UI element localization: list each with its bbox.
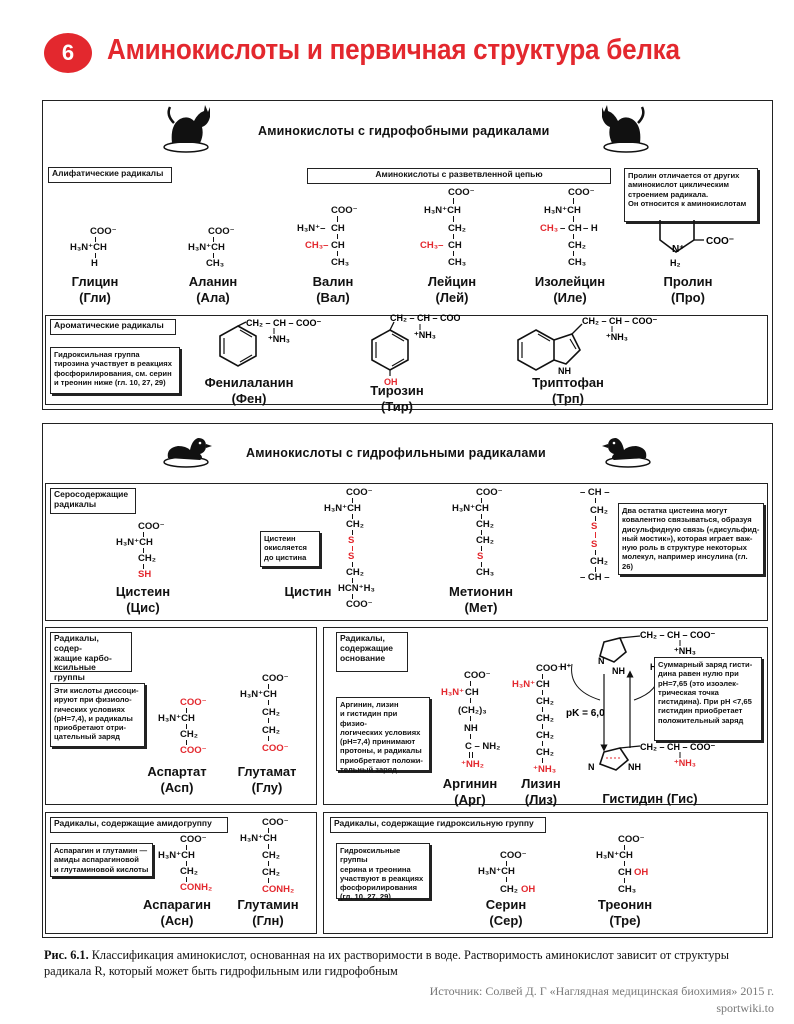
hydroxyl-note: Гидроксильные группы серина и треонина у…	[336, 843, 430, 901]
sulfur-subpanel	[45, 483, 768, 621]
his-top-n: N	[598, 656, 605, 666]
proline-coo-label: COO⁻	[706, 236, 734, 247]
histidine-equilibrium: N NH CH₂ – CH – COO⁻ ⁺NH₃ H⁺ H⁺ pK = 6,0…	[560, 630, 716, 772]
phenylalanine-name: Фенилаланин(Фен)	[204, 375, 294, 406]
cystine-name: Цистин	[284, 584, 332, 599]
tyr-hydroxyl: OH	[384, 377, 398, 387]
his-bottom-nh: NH	[628, 762, 641, 772]
tyrosine-name: Тирозин	[370, 383, 424, 398]
glutamine-name: Глутамин(Глн)	[237, 897, 299, 928]
proline-note: Пролин отличается от других аминокислот …	[624, 168, 758, 222]
arginine-name: Аргинин(Арг)	[442, 776, 498, 807]
carboxyl-note: Эти кислоты диссоци- ируют при физиоло- …	[50, 683, 145, 747]
carboxyl-subpanel	[45, 627, 317, 805]
his-bottom-amine: ⁺NH₃	[674, 758, 696, 768]
disulfide-note: Два остатка цистеина могут ковалентно св…	[618, 503, 764, 575]
tyr-side-chain: CH₂ – CH – COO⁻	[390, 313, 460, 323]
aromatic-label: Ароматические радикалы	[50, 319, 176, 335]
hydrophobic-panel	[42, 100, 773, 410]
duck-icon	[163, 438, 212, 468]
his-h-plus-left: H⁺	[560, 662, 571, 672]
trp-amine: ⁺NH₃	[606, 332, 628, 342]
source-credit: Источник: Солвей Д. Г «Наглядная медицин…	[430, 983, 774, 1018]
glycine-name: Глицин(Гли)	[71, 274, 119, 305]
amide-note: Аспарагин и глутамин — амиды аспарагинов…	[50, 843, 153, 877]
phe-amine: ⁺NH₃	[268, 334, 290, 344]
tyrosine-structure: CH₂ – CH – COO⁻ ⁺NH₃ OH	[371, 313, 460, 387]
isoleucine-name: Изолейцин(Иле)	[534, 274, 606, 305]
trp-side-chain: CH₂ – CH – COO⁻	[582, 316, 658, 326]
proline-ring-diagram: N⁺ H₂ COO⁻	[659, 220, 734, 268]
aromatic-subpanel	[45, 315, 768, 405]
lysine-name: Лизин(Лиз)	[521, 776, 561, 807]
amide-label: Радикалы, содержащие амидогруппу	[50, 817, 228, 833]
basic-label: Радикалы, содержащие основание	[336, 632, 408, 672]
leucine-name: Лейцин(Лей)	[427, 274, 477, 305]
cat-icon	[163, 105, 210, 153]
serine-name: Серин(Сер)	[485, 897, 527, 928]
proline-h2-label: H₂	[670, 258, 681, 268]
caption-text: Классификация аминокислот, основанная на…	[44, 948, 729, 978]
sulfur-label: Серосодержащие радикалы	[50, 488, 136, 514]
his-top-amine: ⁺NH₃	[674, 646, 696, 656]
proline-n-label: N⁺	[672, 244, 685, 255]
phe-side-chain: CH₂ – CH – COO⁻	[246, 318, 322, 328]
chapter-badge: 6	[44, 33, 92, 73]
threonine-name: Треонин(Тре)	[597, 897, 653, 928]
amide-subpanel	[45, 812, 317, 934]
page-title: Аминокислоты и первичная структура белка	[107, 34, 680, 66]
histidine-name: Гистидин (Гис)	[602, 791, 698, 806]
glutamate-name: Глутамат(Глу)	[237, 764, 297, 795]
cat-icon	[602, 105, 649, 153]
carboxyl-label: Радикалы, содер- жащие карбо- ксильные г…	[50, 632, 132, 682]
tryptophan-name: Триптофан(Трп)	[532, 375, 604, 406]
tyrosine-abbr: (Тир)	[380, 399, 414, 414]
tyrosine-note: Гидроксильная группа тирозина участвует …	[50, 347, 180, 394]
his-bottom-chain: CH₂ – CH – COO⁻	[640, 742, 716, 752]
tyr-amine: ⁺NH₃	[414, 330, 436, 340]
hydroxyl-subpanel	[323, 812, 768, 934]
aliphatic-label: Алифатические радикалы	[48, 167, 172, 183]
hydroxyl-label: Радикалы, содержащие гидроксильную групп…	[330, 817, 546, 833]
phenylalanine-structure: CH₂ – CH – COO⁻ ⁺NH₃	[219, 318, 322, 367]
figure-caption: Рис. 6.1. Классификация аминокислот, осн…	[44, 948, 774, 980]
his-bottom-n: N	[588, 762, 595, 772]
cystine-note: Цистеин окисляется до цистина	[260, 531, 320, 567]
hydrophobic-title: Аминокислоты с гидрофобными радикалами	[258, 124, 550, 138]
histidine-note: Суммарный заряд гисти- дина равен нулю п…	[654, 657, 762, 741]
branched-chain-label: Аминокислоты с разветвленной цепью	[307, 168, 611, 184]
methionine-name: Метионин(Мет)	[449, 584, 513, 615]
chapter-number: 6	[61, 40, 75, 65]
his-top-chain: CH₂ – CH – COO⁻	[640, 630, 716, 640]
basic-note: Аргинин, лизин и гистидин при физио- лог…	[336, 697, 430, 774]
duck-icon	[602, 438, 651, 468]
cysteine-name: Цистеин(Цис)	[115, 584, 171, 615]
caption-label: Рис. 6.1.	[44, 948, 89, 962]
alanine-name: Аланин(Ала)	[188, 274, 238, 305]
hydrophilic-title: Аминокислоты с гидрофильными радикалами	[246, 446, 546, 460]
asparagine-name: Аспарагин(Асн)	[143, 897, 211, 928]
hydrophilic-panel	[42, 423, 773, 938]
proline-name: Пролин(Про)	[663, 274, 713, 305]
source-site: sportwiki.to	[716, 1001, 774, 1016]
tryptophan-structure: NH CH₂ – CH – COO⁻ ⁺NH₃	[517, 316, 658, 376]
source-line: Источник: Солвей Д. Г «Наглядная медицин…	[429, 984, 774, 998]
valine-name: Валин(Вал)	[312, 274, 354, 305]
his-pk-label: pK = 6,0	[566, 708, 605, 719]
trp-nh-label: NH	[558, 366, 571, 376]
his-top-nh: NH	[612, 666, 625, 676]
aspartate-name: Аспартат(Асп)	[147, 764, 207, 795]
basic-subpanel	[323, 627, 768, 805]
